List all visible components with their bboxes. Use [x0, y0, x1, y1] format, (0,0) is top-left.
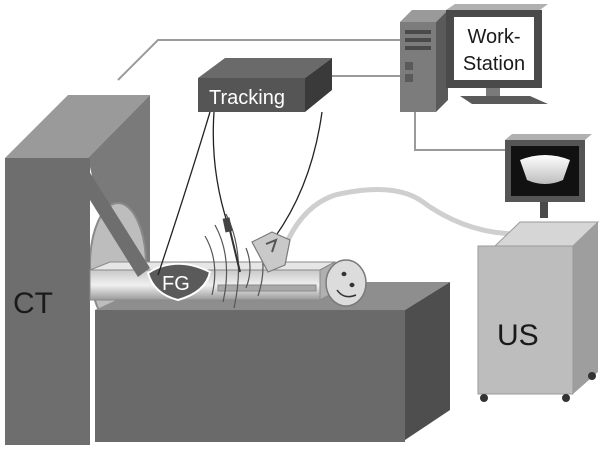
us-monitor-post — [540, 202, 548, 218]
tracking-front — [198, 78, 305, 112]
us-label: US — [497, 319, 539, 352]
workstation-label-line2: Station — [463, 53, 525, 75]
patient-table — [95, 282, 450, 442]
patient-head — [325, 259, 367, 307]
drive-slot-2 — [405, 38, 431, 42]
probe-body — [251, 231, 291, 273]
drive-slot-5 — [405, 74, 413, 82]
probe-cable — [285, 187, 528, 243]
patient-eye-left — [341, 271, 347, 277]
connection-cables — [117, 39, 505, 151]
patient-body-top — [89, 261, 336, 271]
tracked-us-probe — [251, 187, 528, 273]
probe-sensor-mark — [265, 238, 278, 253]
fg-device: FG — [70, 160, 264, 309]
us-wheel-front-left — [480, 394, 488, 402]
monitor-screen — [454, 17, 534, 80]
us-cart-front — [477, 245, 574, 395]
monitor-neck — [486, 88, 500, 96]
table-front — [95, 310, 405, 442]
ct-label: CT — [13, 287, 53, 320]
fg-arm — [70, 160, 150, 277]
workstation: Work- Station — [400, 4, 548, 112]
workstation-to-us-cable — [414, 112, 505, 151]
tracking-unit: Tracking — [198, 58, 332, 112]
patient-eye-right — [349, 282, 355, 288]
us-monitor — [505, 134, 592, 218]
tracking-label: Tracking — [209, 87, 285, 109]
us-cart-side — [573, 222, 598, 394]
ct-gantry-front — [5, 158, 90, 445]
us-image-sector — [520, 155, 570, 184]
drive-slot-3 — [405, 46, 431, 50]
ct-to-workstation-cable — [117, 39, 400, 81]
table-side — [405, 282, 450, 440]
tracked-needle — [222, 217, 241, 273]
patient-mouth — [336, 289, 357, 298]
fg-label: FG — [162, 273, 190, 295]
drive-slot-4 — [405, 62, 413, 70]
ultrasound-machine: US — [477, 134, 600, 402]
tracking-top — [198, 58, 332, 78]
tracking-side — [305, 58, 332, 112]
us-wheel-front-right — [562, 394, 570, 402]
us-wheel-back — [588, 372, 596, 380]
workstation-label-line1: Work- — [468, 26, 521, 48]
fg-housing — [146, 262, 212, 302]
monitor-base — [460, 96, 548, 104]
workstation-tower — [400, 10, 448, 112]
drive-slot-1 — [405, 30, 431, 34]
patient-body-groove — [217, 284, 317, 292]
ct-gantry-top — [5, 95, 150, 158]
workstation-monitor: Work- Station — [446, 4, 548, 104]
tracking-cables — [157, 111, 323, 276]
